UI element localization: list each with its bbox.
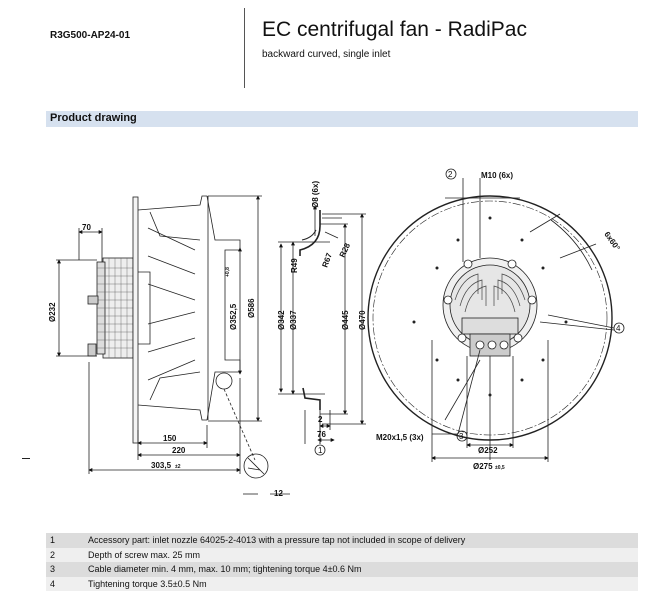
callout-3: 3 <box>459 432 464 441</box>
dim-232: Ø232 <box>48 302 57 322</box>
callout-4: 4 <box>616 324 621 333</box>
dim-12: 12 <box>274 489 283 498</box>
page-subtitle: backward curved, single inlet <box>262 49 391 60</box>
dim-275-tol: ±0,5 <box>495 465 505 471</box>
dim-220: 220 <box>172 446 186 455</box>
note-number: 1 <box>46 533 84 548</box>
dim-470: Ø470 <box>358 310 367 330</box>
dim-303-tol: ±2 <box>175 464 181 470</box>
dim-150: 150 <box>163 434 177 443</box>
section-header: Product drawing <box>46 111 638 127</box>
dim-r67: R67 <box>320 251 334 268</box>
dim-445: Ø445 <box>341 310 350 330</box>
model-number: R3G500-AP24-01 <box>50 30 131 41</box>
page-title: EC centrifugal fan - RadiPac <box>262 18 527 41</box>
section-title: Product drawing <box>50 112 137 124</box>
header-divider <box>244 8 245 88</box>
dim-m20: M20x1,5 (3x) <box>376 433 424 442</box>
dim-2: 2 <box>318 415 323 424</box>
side-view <box>56 195 290 495</box>
callout-2: 2 <box>448 170 453 179</box>
note-number: 2 <box>46 547 84 562</box>
dim-76: 76 <box>317 430 326 439</box>
dim-m10: M10 (6x) <box>481 171 513 180</box>
dim-337: Ø337 <box>289 310 298 330</box>
note-text: Accessory part: inlet nozzle 64025-2-401… <box>84 533 638 548</box>
dim-70: 70 <box>82 223 91 232</box>
note-text: Depth of screw max. 25 mm <box>84 547 638 562</box>
datasheet-header: R3G500-AP24-01 EC centrifugal fan - Radi… <box>0 0 672 95</box>
nozzle-section <box>278 205 366 456</box>
front-view <box>367 168 625 462</box>
dim-586: Ø586 <box>247 298 256 318</box>
support-plate <box>132 196 139 444</box>
dim-r28: R28 <box>338 241 353 259</box>
table-row: 3 Cable diameter min. 4 mm, max. 10 mm; … <box>46 562 638 577</box>
dim-275: Ø275 <box>473 462 493 471</box>
dim-angle: 6x60° <box>602 230 621 252</box>
dim-252: Ø252 <box>478 446 498 455</box>
table-row: 4 Tightening torque 3.5±0.5 Nm <box>46 576 638 591</box>
notes-table: 1 Accessory part: inlet nozzle 64025-2-4… <box>46 533 638 591</box>
dim-303: 303,5 <box>151 461 172 470</box>
note-number: 3 <box>46 562 84 577</box>
dim-352: Ø352,5 <box>229 303 238 330</box>
dim-r49: R49 <box>290 258 299 273</box>
note-text: Tightening torque 3.5±0.5 Nm <box>84 576 638 591</box>
dim-352-tol: +0,8 <box>225 267 231 277</box>
dim-8: Ø8 (6x) <box>311 181 320 208</box>
callout-1: 1 <box>318 446 323 455</box>
table-row: 1 Accessory part: inlet nozzle 64025-2-4… <box>46 533 638 548</box>
dim-342: Ø342 <box>277 310 286 330</box>
note-number: 4 <box>46 576 84 591</box>
table-row: 2 Depth of screw max. 25 mm <box>46 547 638 562</box>
side-view-labels: 70 Ø232 Ø352,5 +0,8 Ø586 150 220 303,5 ±… <box>48 223 283 498</box>
product-drawing: 70 Ø232 Ø352,5 +0,8 Ø586 150 220 303,5 ±… <box>48 168 625 498</box>
note-text: Cable diameter min. 4 mm, max. 10 mm; ti… <box>84 562 638 577</box>
margin-mark <box>22 458 30 459</box>
